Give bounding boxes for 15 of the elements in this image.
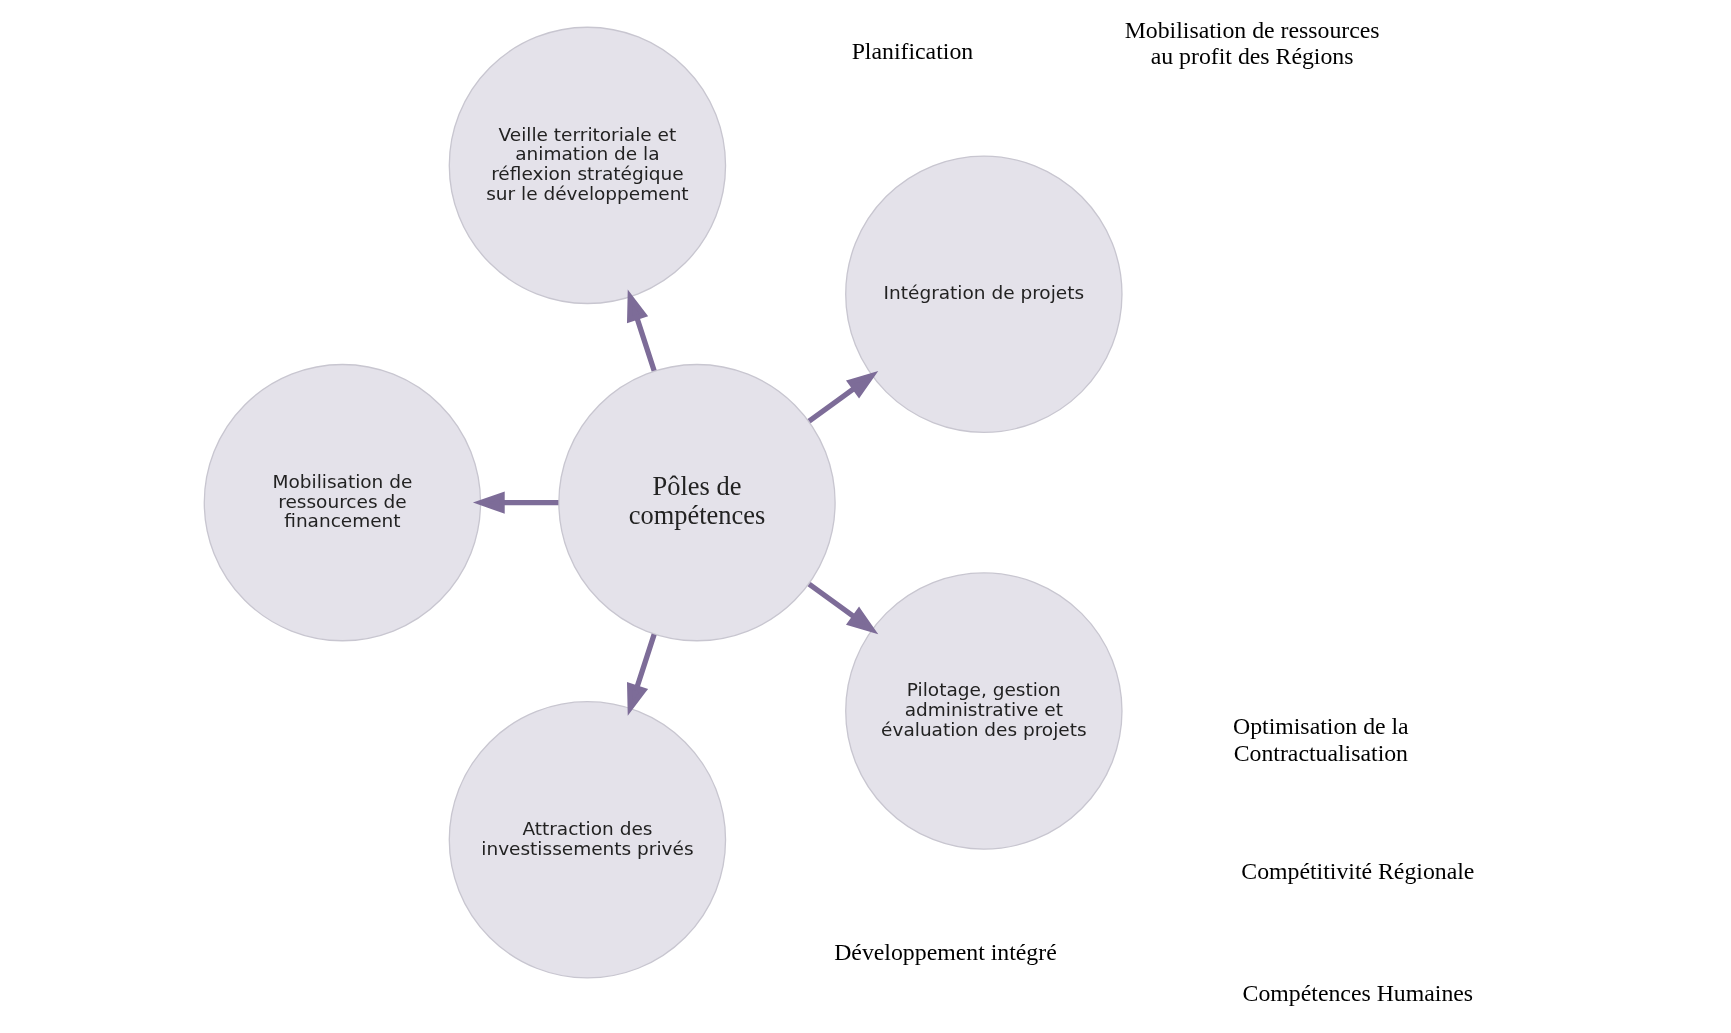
node-circle: Veille territoriale et animation de la réflexion stratégique sur le développement <box>448 26 726 305</box>
label: Planification <box>851 38 973 65</box>
label: Compétitivité Régionale <box>1240 857 1474 884</box>
arrow <box>472 491 558 514</box>
label: Mobilisation de ressources au profit des Régions <box>1124 16 1380 70</box>
node-circle: Pôles de compétences <box>557 363 836 642</box>
arrow <box>626 289 657 372</box>
label: Optimisation de la Contractualisation <box>1232 713 1409 766</box>
arrow <box>626 633 657 716</box>
arrow <box>807 581 878 635</box>
node-circle: Attraction des investissements privés <box>448 701 726 979</box>
label: Compétences Humaines <box>1242 980 1473 1007</box>
label: Développement intégré <box>833 939 1057 966</box>
node-circle: Mobilisation de ressources de financement <box>203 363 481 642</box>
arrow <box>807 370 878 424</box>
